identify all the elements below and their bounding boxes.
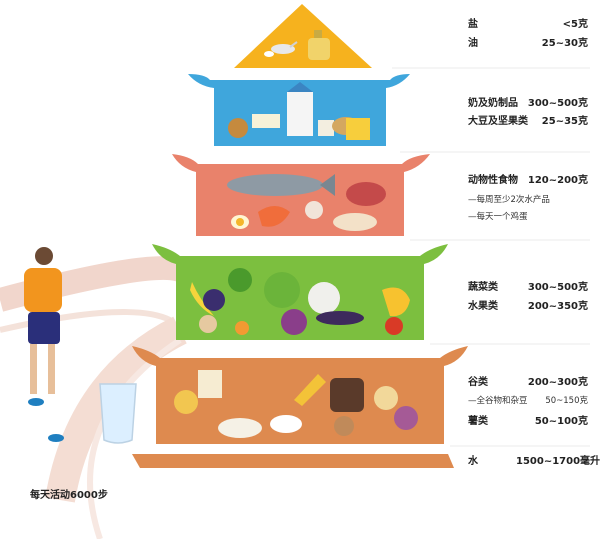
amount-vegetables: 300~500克: [527, 282, 588, 293]
salt-spoon-icon: [264, 41, 298, 57]
label-dairy: 奶及奶制品: [468, 98, 518, 109]
walnut-icon: [228, 118, 248, 138]
meat-icon: [346, 182, 386, 206]
divider-lines: [392, 67, 590, 447]
bread-icon: [330, 378, 364, 412]
milk-carton-icon: [287, 82, 313, 136]
water-bar: [132, 454, 454, 468]
dumplings-icon: [218, 418, 262, 438]
apple-icon: [199, 315, 217, 333]
label-grains: 谷类: [468, 377, 488, 388]
runner-icon: [24, 247, 64, 442]
cracker-icon: [374, 386, 398, 410]
label-salt: 盐: [468, 19, 478, 30]
sweet-potato-icon: [174, 390, 198, 414]
amount-soy-nuts: 25~35克: [541, 116, 588, 127]
cabbage-icon: [264, 272, 300, 308]
red-cabbage-icon: [281, 309, 307, 335]
label-animal-food: 动物性食物: [468, 175, 518, 186]
label-water: 水: [468, 456, 478, 467]
tofu-icon: [252, 114, 280, 128]
eggplant-icon: [316, 311, 364, 325]
milk-glass-icon: [318, 120, 334, 136]
amount-salt: <5克: [562, 19, 588, 30]
leafy-greens-icon: [228, 268, 252, 292]
orange-icon: [235, 321, 249, 335]
amount-grains: 200~300克: [527, 377, 588, 388]
label-soy-nuts: 大豆及坚果类: [468, 116, 528, 127]
tier-5-roof: [132, 346, 468, 366]
label-oil: 油: [468, 38, 478, 49]
rice-bowl-icon: [270, 415, 302, 433]
fish-icon: [227, 174, 335, 196]
label-tubers: 薯类: [468, 416, 488, 427]
amount-oil: 25~30克: [541, 38, 588, 49]
amount-water: 1500~1700毫升: [516, 456, 600, 467]
noodles-icon: [198, 370, 222, 398]
purple-potato-icon: [394, 406, 418, 430]
amount-whole-grains: 50~150克: [545, 396, 588, 406]
label-vegetables: 蔬菜类: [468, 282, 498, 293]
tier-1-roof: [234, 4, 372, 68]
tier-2-roof: [188, 74, 410, 88]
amount-tubers: 50~100克: [534, 416, 588, 427]
cauliflower-icon: [308, 282, 340, 314]
cheese-icon: [346, 118, 370, 140]
note-egg: —每天一个鸡蛋: [468, 212, 528, 222]
corn-icon: [294, 374, 326, 406]
amount-animal-food: 120~200克: [527, 175, 588, 186]
oil-bottle-icon: [308, 30, 330, 60]
chicken-leg-icon: [333, 213, 377, 231]
tier-4-roof: [152, 244, 448, 264]
tier-3-roof: [172, 154, 430, 172]
grapes-icon: [203, 289, 225, 311]
amount-fruits: 200~350克: [527, 301, 588, 312]
note-seafood: —每周至少2次水产品: [468, 195, 550, 205]
shell-icon: [305, 201, 323, 219]
pepper-icon: [382, 287, 410, 317]
shrimp-icon: [258, 206, 290, 227]
beans-icon: [334, 416, 354, 436]
label-fruits: 水果类: [468, 301, 498, 312]
amount-dairy: 300~500克: [527, 98, 588, 109]
tomato-icon: [385, 317, 403, 335]
label-whole-grains: —全谷物和杂豆: [468, 396, 528, 406]
activity-caption: 每天活动6000步: [30, 490, 108, 501]
water-glass-icon: [99, 383, 137, 444]
banana-icon: [190, 282, 214, 316]
